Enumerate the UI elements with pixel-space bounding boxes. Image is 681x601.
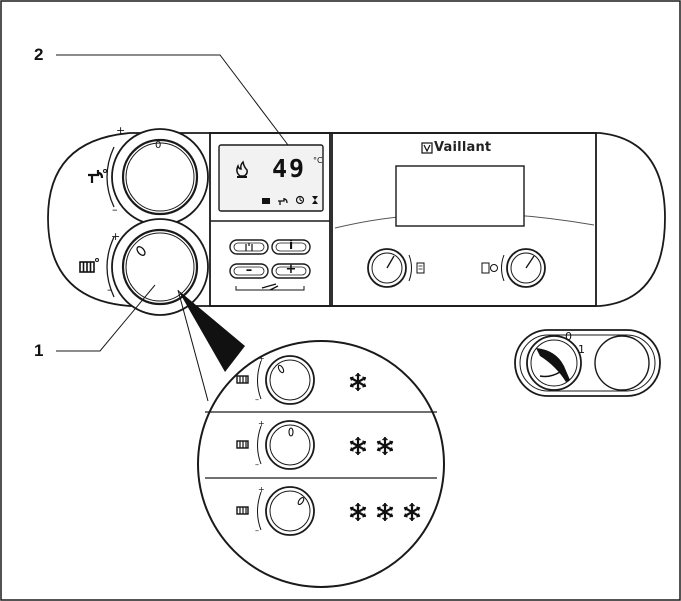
hot-water-knob-position-mark: 0 [155, 140, 162, 151]
heating-knob[interactable] [121, 228, 199, 306]
detail-row-3-plus: + [258, 485, 265, 494]
controller-knob-left-pointer [386, 255, 395, 269]
main-switch-on-label: 1 [578, 343, 585, 356]
detail-row-3-radiator-icon [236, 506, 249, 515]
hot-water-knob-plus: + [116, 124, 126, 137]
controller-mode-icon [481, 262, 498, 274]
detail-row-1-minus: – [255, 395, 259, 404]
controller-page-icon [416, 262, 425, 274]
hot-water-knob-minus: – [112, 203, 118, 216]
chimney-icon [245, 243, 253, 251]
leader-line-1 [56, 284, 156, 352]
main-switch-pointer [536, 348, 570, 382]
display-unit: °C [313, 156, 323, 165]
vaillant-logo-icon [421, 142, 433, 154]
controller-screen [395, 165, 525, 227]
wrench-icon [261, 283, 279, 291]
main-switch-off-label: 0 [565, 330, 572, 343]
minus-button [229, 263, 269, 279]
flame-icon [236, 160, 248, 178]
leader-line-2 [56, 54, 289, 146]
radiator-icon [79, 258, 99, 273]
controller-segment [331, 132, 597, 307]
brand-name: Vaillant [434, 140, 492, 155]
display-radiator-icon [262, 198, 270, 204]
plus-button-label[interactable]: + [285, 262, 297, 277]
detail-row-3-minus: – [255, 526, 259, 535]
leader-lines [56, 54, 289, 352]
chimney-sweep-button [229, 239, 269, 255]
callout-number-1: 1 [34, 341, 44, 360]
detail-row-3-knob [257, 486, 315, 536]
heating-knob-pointer [136, 246, 146, 256]
display-tap-icon [278, 198, 288, 205]
plus-button [271, 263, 311, 279]
display-segment [209, 132, 331, 307]
lcd-display [218, 144, 324, 212]
controller-knob-left[interactable] [367, 248, 412, 288]
detail-row-1-radiator-icon [236, 375, 249, 384]
display-hourglass-icon [312, 196, 318, 204]
detail-row-1-knob [257, 355, 315, 405]
display-status-icons [262, 195, 318, 205]
info-button-label[interactable]: i [288, 238, 294, 252]
detail-row-2-radiator-icon [236, 440, 249, 449]
controller-knob-right-pointer [525, 255, 535, 269]
display-temperature: 49 [272, 154, 307, 183]
hot-water-tap-icon [88, 169, 107, 183]
hot-water-knob[interactable] [121, 138, 199, 216]
minus-button-label[interactable]: – [245, 263, 253, 278]
detail-row-2-minus: – [255, 460, 259, 469]
heating-knob-plus: + [111, 230, 121, 243]
callout-number-2: 2 [34, 45, 44, 64]
detail-row-1-plus: + [258, 354, 265, 363]
controller-knob-right[interactable] [501, 248, 546, 288]
detail-row-2-plus: + [258, 419, 265, 428]
magnifier-wedge [177, 289, 245, 402]
button-block [229, 239, 311, 291]
main-switch-knob[interactable] [526, 335, 582, 391]
detail-circle [197, 340, 445, 588]
info-button [271, 239, 311, 255]
display-clock-icon [295, 195, 305, 205]
heating-knob-minus: – [107, 283, 113, 296]
detail-row-2-knob [257, 420, 315, 470]
